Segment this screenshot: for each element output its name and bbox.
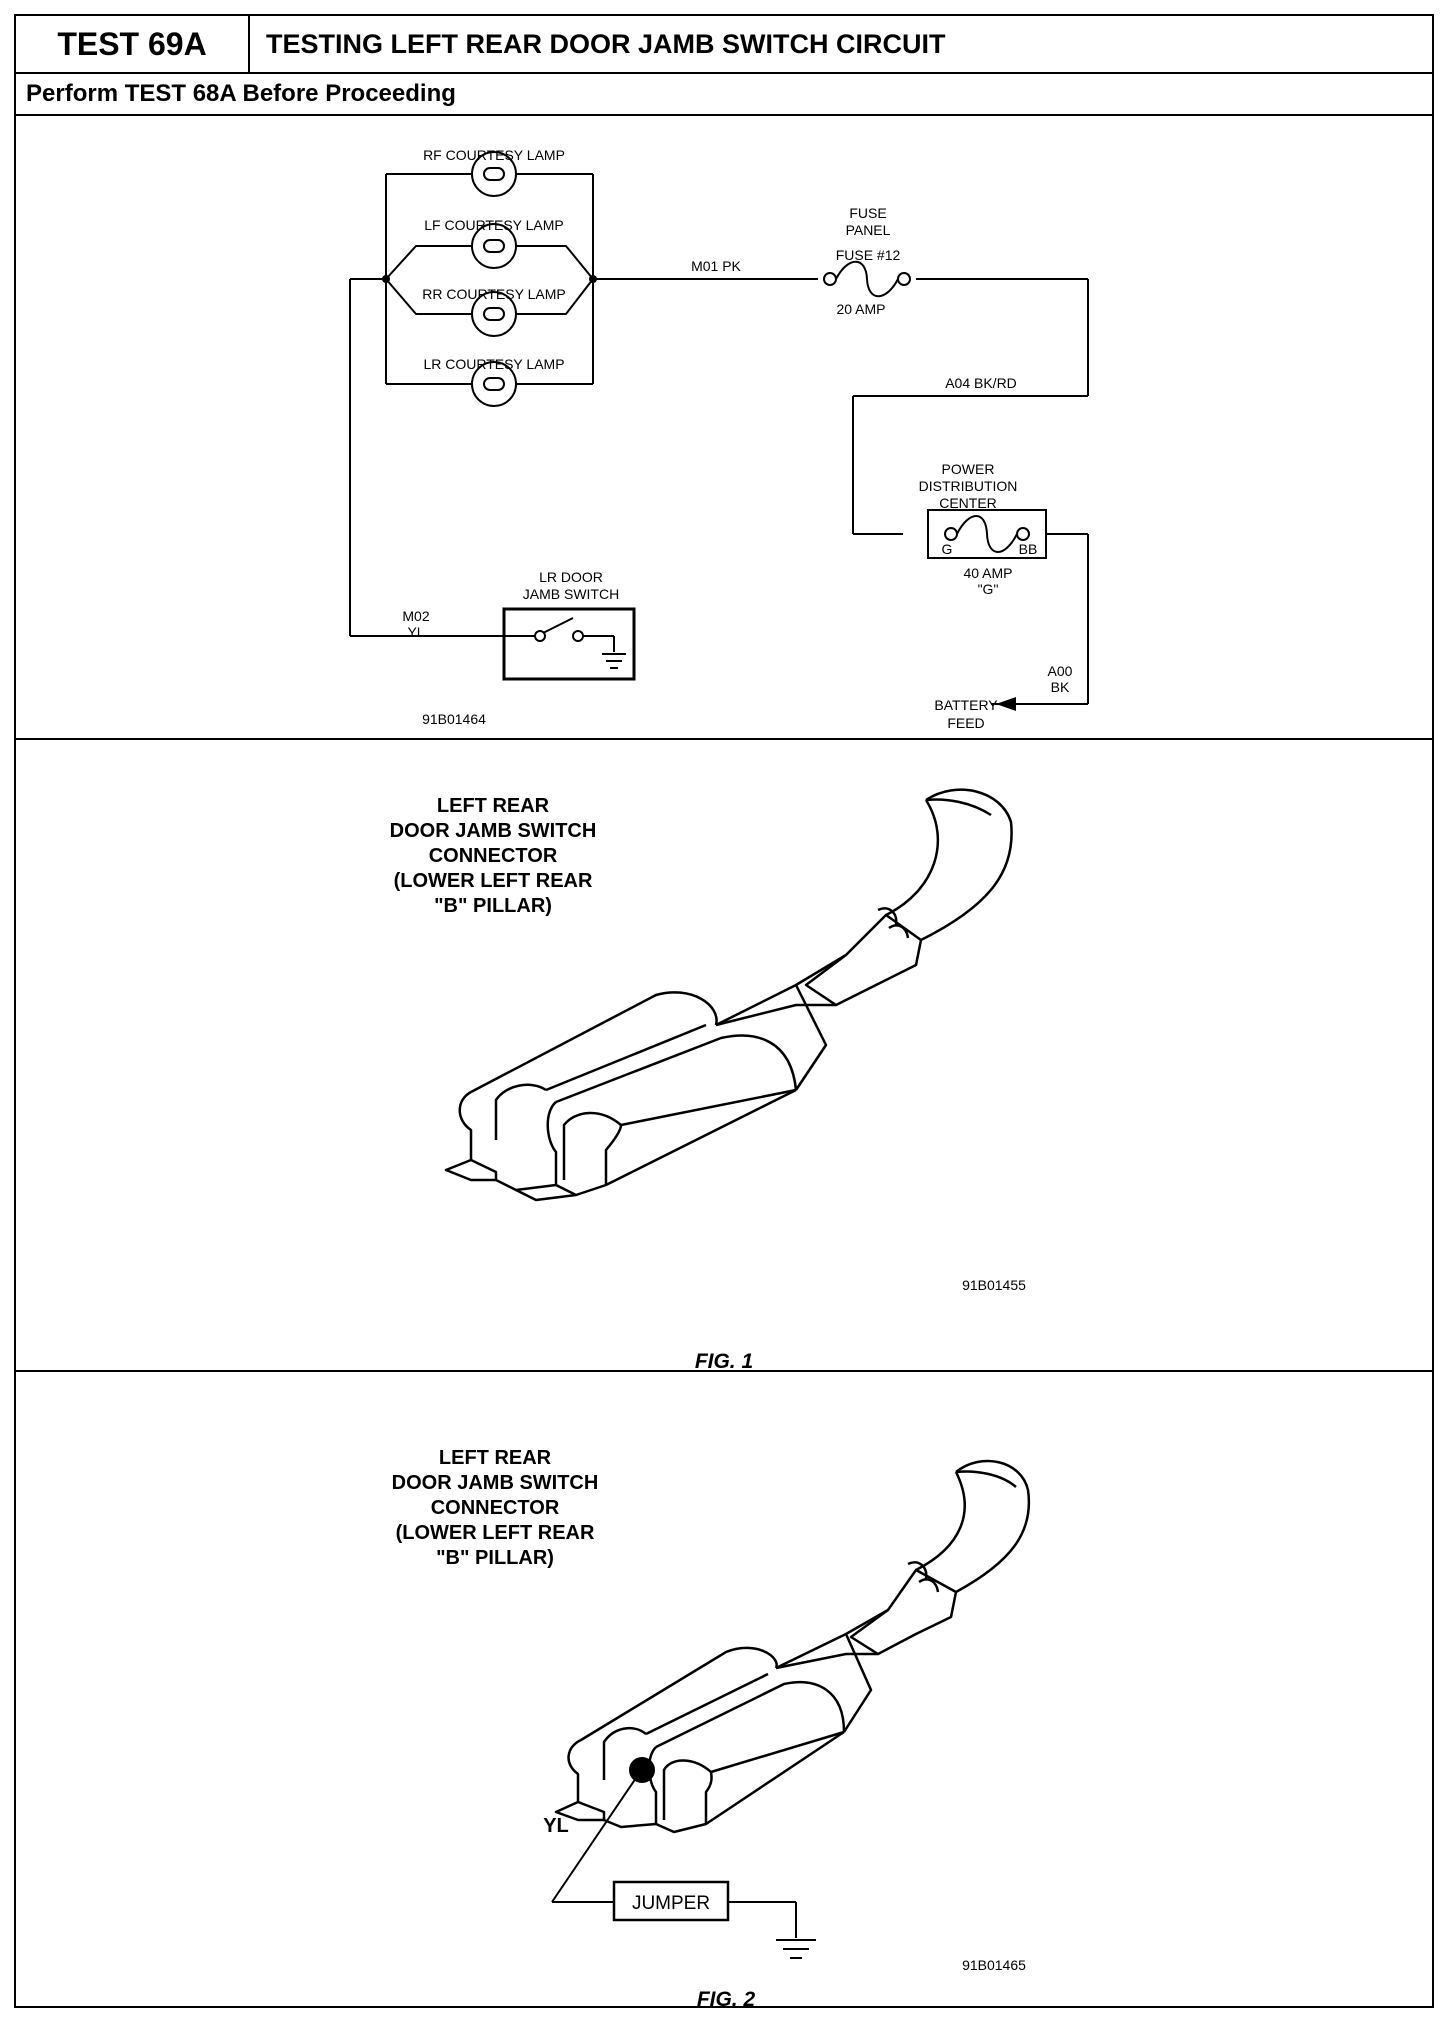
wire-label-m01: M01 PK bbox=[691, 258, 741, 274]
pdc-label: DISTRIBUTION bbox=[919, 478, 1018, 494]
fig1-label-line: CONNECTOR bbox=[429, 845, 558, 867]
fig2-label-line: DOOR JAMB SWITCH bbox=[392, 1472, 599, 1494]
pdc-label: CENTER bbox=[939, 495, 997, 511]
fuse-icon bbox=[823, 260, 911, 298]
fig1-label-line: LEFT REAR bbox=[437, 795, 550, 817]
connector-icon bbox=[554, 1459, 1031, 1834]
pdc-fuse-id: "G" bbox=[978, 581, 999, 597]
diagram-ref: 91B01464 bbox=[422, 711, 486, 727]
test-title: TESTING LEFT REAR DOOR JAMB SWITCH CIRCU… bbox=[266, 29, 946, 59]
ground-icon bbox=[776, 1939, 816, 1959]
fig2-caption: FIG. 2 bbox=[697, 1988, 756, 2011]
switch-label: JAMB SWITCH bbox=[523, 586, 619, 602]
lamp-label-rf: RF COURTESY LAMP bbox=[423, 147, 565, 163]
fig1-connector-illustration: LEFT REAR DOOR JAMB SWITCH CONNECTOR (LO… bbox=[390, 788, 1026, 1373]
fuse-number-label: FUSE #12 bbox=[836, 247, 901, 263]
wire-label-a00: A00 bbox=[1048, 663, 1073, 679]
fuse-panel-label: FUSE bbox=[849, 205, 886, 221]
fig2-ref: 91B01465 bbox=[962, 1957, 1026, 1973]
fig1-label-line: "B" PILLAR) bbox=[434, 895, 552, 917]
divider bbox=[16, 738, 1432, 740]
arrow-left-icon bbox=[996, 697, 1016, 711]
fig1-label-line: DOOR JAMB SWITCH bbox=[390, 820, 597, 842]
test-point-icon bbox=[629, 1757, 655, 1783]
test-sheet: TEST 69A TESTING LEFT REAR DOOR JAMB SWI… bbox=[14, 14, 1434, 2011]
divider bbox=[16, 114, 1432, 116]
jumper-label: JUMPER bbox=[632, 1893, 710, 1914]
pdc-pin-g: G bbox=[942, 541, 953, 557]
fig2-label-line: CONNECTOR bbox=[431, 1497, 560, 1519]
pdc-label: POWER bbox=[942, 461, 995, 477]
battery-feed-label: FEED bbox=[947, 715, 984, 731]
test-id: TEST 69A bbox=[16, 16, 250, 72]
fig1-caption: FIG. 1 bbox=[695, 1350, 753, 1373]
lamp-label-rr: RR COURTESY LAMP bbox=[422, 286, 565, 302]
connector-icon bbox=[444, 788, 1013, 1202]
lamp-label-lf: LF COURTESY LAMP bbox=[424, 217, 564, 233]
fig1-label-line: (LOWER LEFT REAR bbox=[394, 870, 593, 892]
divider bbox=[16, 1370, 1432, 1372]
wire-label-a00: BK bbox=[1051, 679, 1070, 695]
pdc-fuse-icon bbox=[927, 509, 1047, 559]
wire-label-a04: A04 BK/RD bbox=[945, 375, 1017, 391]
wiring-schematic: RF COURTESY LAMP LF COURTESY LAMP RR COU… bbox=[349, 147, 1089, 731]
battery-feed-label: BATTERY bbox=[934, 697, 998, 713]
fig2-label-line: LEFT REAR bbox=[439, 1447, 552, 1469]
fig2-connector-illustration: LEFT REAR DOOR JAMB SWITCH CONNECTOR (LO… bbox=[392, 1447, 1031, 2011]
door-jamb-switch-icon bbox=[482, 607, 636, 681]
fig2-label-line: "B" PILLAR) bbox=[436, 1547, 554, 1569]
fig1-ref: 91B01455 bbox=[962, 1277, 1026, 1293]
pdc-pin-bb: BB bbox=[1019, 541, 1038, 557]
fuse-rating-label: 20 AMP bbox=[836, 301, 885, 317]
wire-label-m02: M02 bbox=[402, 608, 429, 624]
ground-icon bbox=[602, 653, 626, 669]
fig2-wire-label: YL bbox=[543, 1815, 569, 1837]
switch-label: LR DOOR bbox=[539, 569, 603, 585]
pdc-rating-label: 40 AMP bbox=[963, 565, 1012, 581]
prerequisite-note: Perform TEST 68A Before Proceeding bbox=[26, 80, 456, 107]
jumper-box bbox=[612, 1880, 730, 1922]
fuse-panel-label: PANEL bbox=[846, 222, 891, 238]
wire-label-m02: YL bbox=[407, 624, 424, 640]
lamp-label-lr: LR COURTESY LAMP bbox=[423, 356, 564, 372]
lamp-icon bbox=[471, 151, 517, 407]
fig2-label-line: (LOWER LEFT REAR bbox=[396, 1522, 595, 1544]
divider bbox=[16, 72, 1432, 74]
